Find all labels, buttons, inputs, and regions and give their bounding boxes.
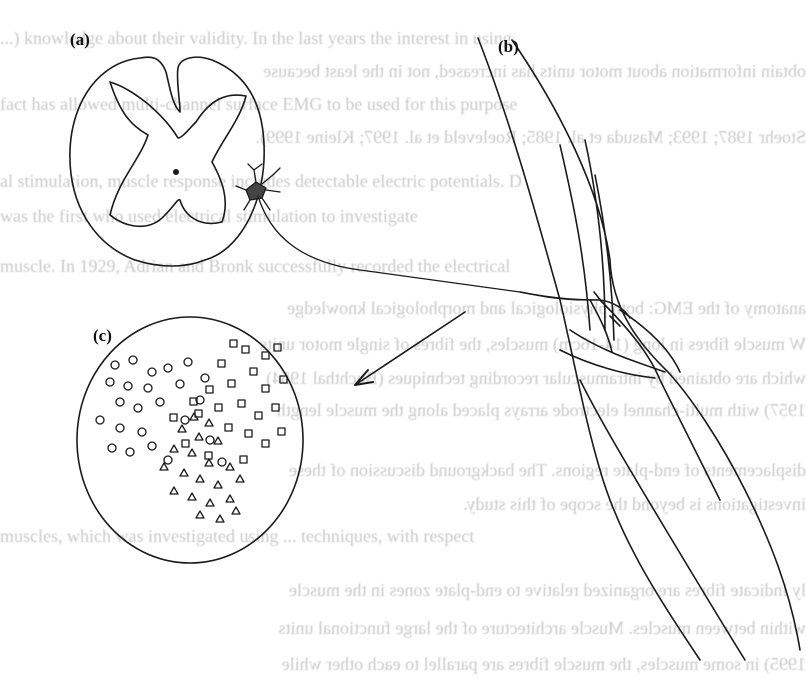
spinal-cord-outline — [70, 57, 264, 266]
motor-axon — [258, 196, 585, 300]
muscle-diagram — [478, 38, 800, 660]
arrow-to-cross-section — [355, 312, 465, 385]
panel-label-a: (a) — [70, 30, 90, 50]
fibre-circles — [96, 356, 226, 466]
muscle-outline — [512, 40, 800, 650]
motor-neuron — [236, 164, 585, 300]
grey-matter-outline — [110, 82, 246, 226]
panel-label-c: (c) — [93, 326, 112, 346]
spinal-cord-cross-section — [70, 57, 585, 300]
muscle-cross-section — [77, 317, 303, 563]
panel-label-b: (b) — [498, 37, 519, 57]
